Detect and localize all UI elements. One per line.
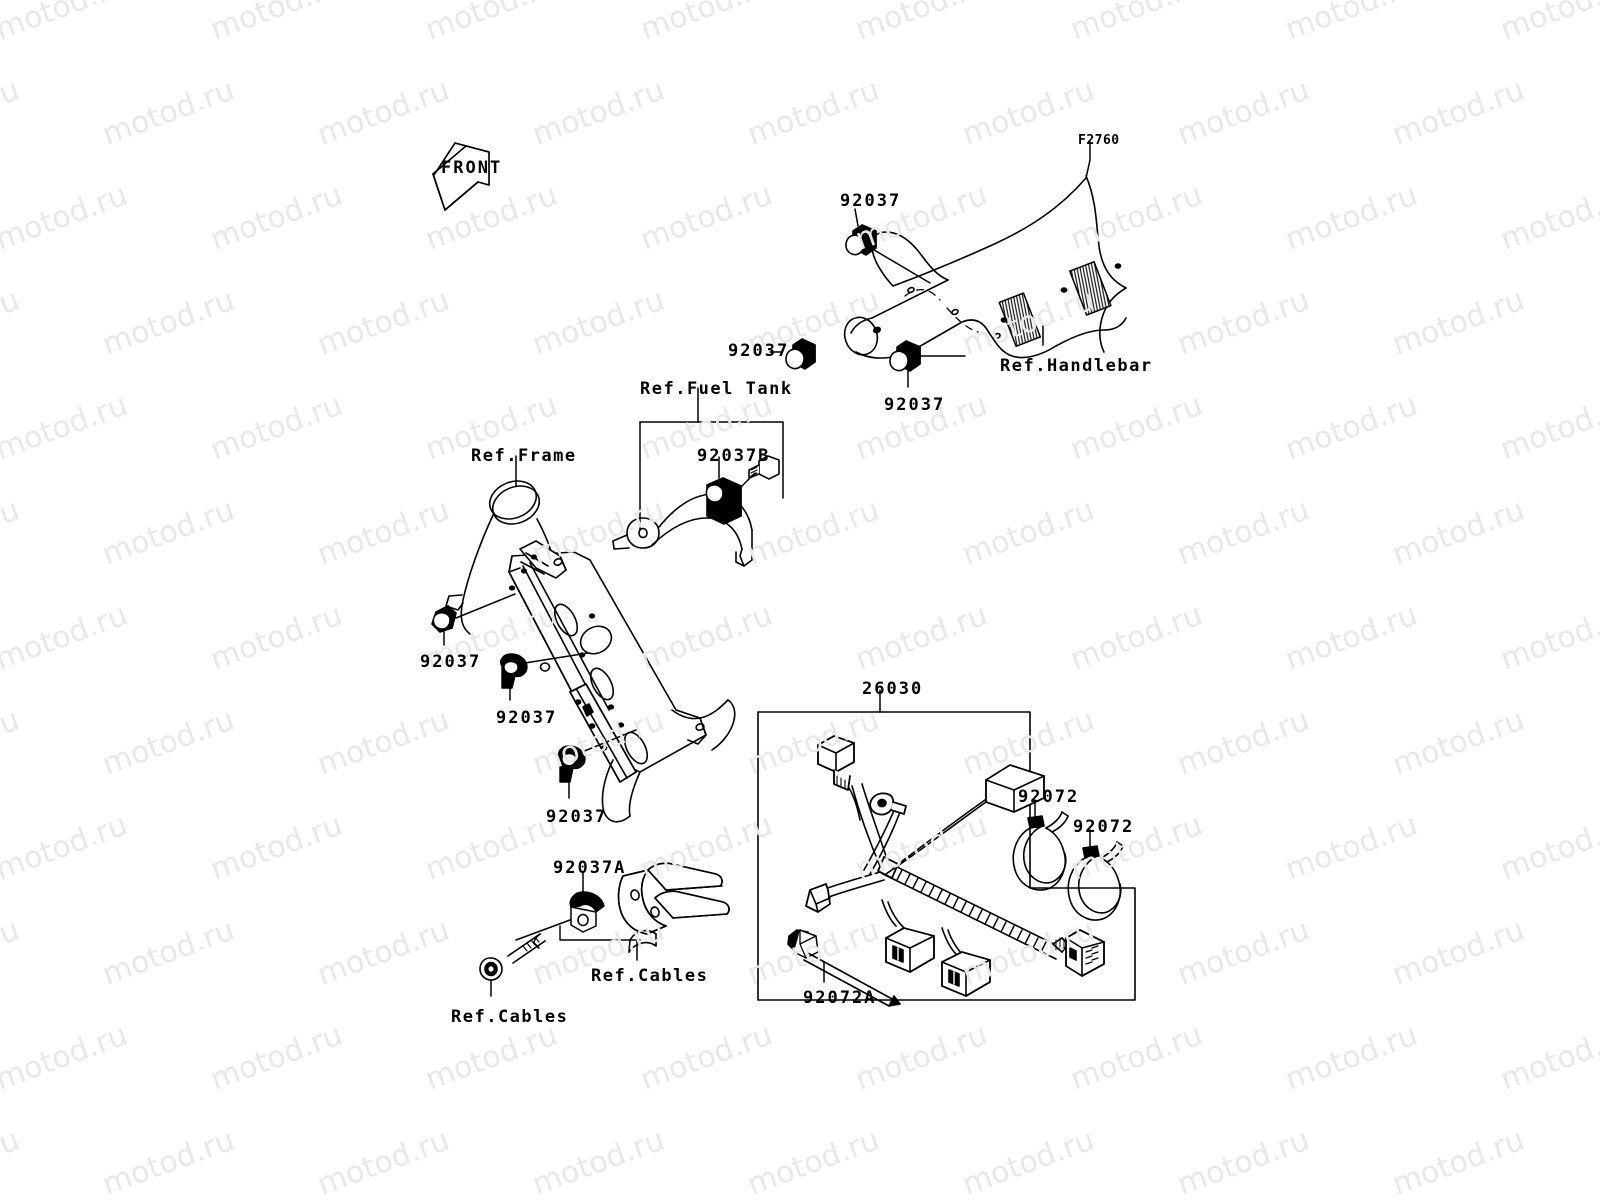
band-92072A	[787, 929, 901, 1007]
part-label-26030-harness: 26030	[862, 679, 924, 699]
part-label-92037A: 92037A	[553, 858, 627, 878]
handlebar-assembly	[843, 141, 1127, 359]
part-label-92037-frame-middle: 92037	[496, 708, 558, 728]
part-label-92037-frame-lower: 92037	[546, 807, 608, 827]
part-label-92037B: 92037B	[697, 446, 771, 466]
part-label-92072-first: 92072	[1018, 787, 1080, 807]
part-label-92037-handlebar-left: 92037	[728, 341, 790, 361]
clamp-92037-frame-upper	[431, 593, 516, 646]
reference-label-fuel-tank: Ref.Fuel Tank	[640, 379, 793, 399]
part-label-92037-handlebar-upper: 92037	[840, 191, 902, 211]
frame-assembly	[445, 455, 736, 823]
sheet-code-label: F2760	[1078, 133, 1120, 148]
reference-label-handlebar: Ref.Handlebar	[1000, 356, 1153, 376]
part-label-92037-frame-upper: 92037	[420, 652, 482, 672]
reference-label-cables-upper: Ref.Cables	[591, 966, 709, 986]
fuel-tank-bracket-group	[612, 387, 784, 567]
clamp-92037-handlebar-left	[769, 338, 816, 370]
front-arrow-icon	[432, 142, 490, 211]
clamp-92037-frame-middle	[499, 652, 589, 701]
clamp-92037-handlebar-upper	[845, 208, 931, 284]
part-label-92037-handlebar-lower: 92037	[884, 395, 946, 415]
band-92072-second	[1067, 829, 1124, 921]
harness-corrugated-trunk	[882, 862, 1063, 960]
clamp-92037-frame-lower	[557, 729, 637, 799]
reference-label-frame: Ref.Frame	[471, 446, 577, 466]
reference-label-cables-lower: Ref.Cables	[451, 1007, 569, 1027]
part-label-92072-second: 92072	[1073, 817, 1135, 837]
band-92072-first	[1012, 799, 1069, 891]
clamp-92037-handlebar-lower	[889, 340, 966, 388]
part-label-92072A: 92072A	[803, 988, 877, 1008]
front-arrow-label: FRONT	[441, 158, 503, 178]
cables-group	[479, 862, 730, 997]
harness-26030-group	[757, 689, 1136, 1001]
